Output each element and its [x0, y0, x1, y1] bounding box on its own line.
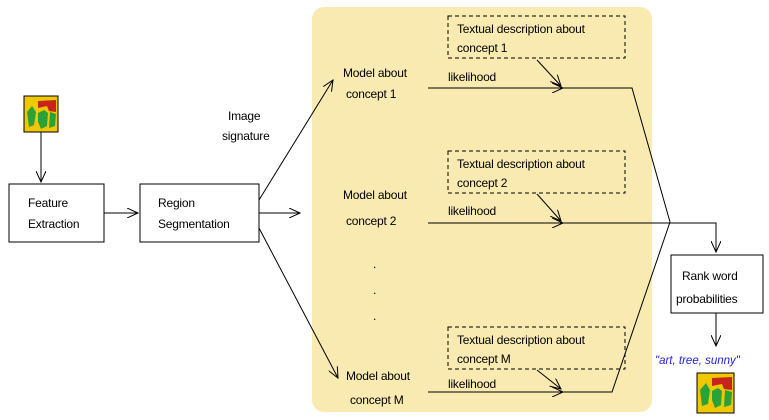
- model-1-line2: concept 1: [346, 87, 397, 101]
- textual-1-line1: Textual description about: [457, 22, 586, 36]
- output-words: "art, tree, sunny": [655, 355, 741, 367]
- image-signature-line1: Image: [228, 109, 261, 123]
- region-segmentation-box: Region Segmentation: [139, 183, 260, 243]
- rank-line1: Rank word: [682, 269, 738, 283]
- textual-description-box-1: Textual description about concept 1: [447, 15, 626, 59]
- likelihood-label-m: likelihood: [448, 377, 496, 391]
- rank-word-probabilities-box: Rank word probabilities: [670, 254, 764, 314]
- textual-description-box-m: Textual description about concept M: [447, 326, 626, 370]
- model-2-line2: concept 2: [346, 214, 397, 228]
- models-panel: [312, 7, 652, 412]
- textual-m-line2: concept M: [457, 352, 511, 366]
- textual-m-line1: Textual description about: [457, 333, 586, 347]
- region-segmentation-line2: Segmentation: [158, 217, 230, 231]
- output-image-thumbnail: [696, 372, 735, 414]
- model-1-line1: Model about: [343, 66, 408, 80]
- input-image-thumbnail: [23, 95, 59, 133]
- image-signature-line2: signature: [222, 129, 270, 143]
- model-m-line1: Model about: [346, 369, 411, 383]
- textual-description-box-2: Textual description about concept 2: [447, 150, 626, 194]
- model-m-line2: concept M: [350, 393, 404, 407]
- feature-extraction-box: Feature Extraction: [8, 183, 105, 243]
- ellipsis-2: .: [373, 283, 376, 297]
- ellipsis-3: .: [373, 309, 376, 323]
- model-2-line1: Model about: [343, 188, 408, 202]
- feature-extraction-line1: Feature: [28, 196, 68, 210]
- textual-2-line1: Textual description about: [457, 157, 586, 171]
- likelihood-label-2: likelihood: [448, 204, 496, 218]
- textual-1-line2: concept 1: [457, 41, 508, 55]
- region-segmentation-line1: Region: [158, 196, 195, 210]
- ellipsis-1: .: [373, 257, 376, 271]
- rank-line2: probabilities: [676, 292, 738, 306]
- textual-2-line2: concept 2: [457, 176, 508, 190]
- likelihood-label-1: likelihood: [448, 70, 496, 84]
- feature-extraction-line2: Extraction: [28, 217, 79, 231]
